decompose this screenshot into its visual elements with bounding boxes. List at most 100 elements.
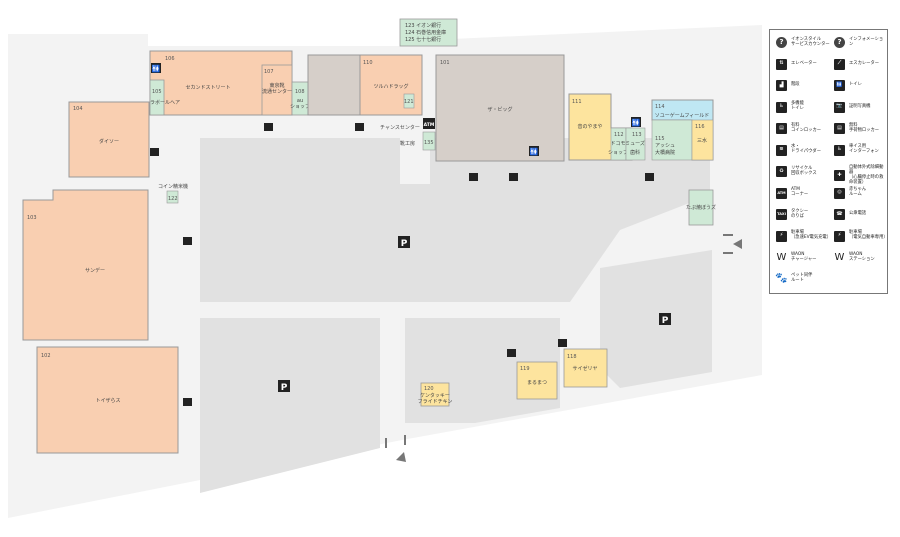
legend-text-line1: 車イス用: [849, 144, 867, 150]
aed-icon: ✚: [834, 170, 845, 182]
legend-text-line1: 自動体外式除細動器: [849, 165, 884, 175]
legend-text-line2: ドライパウダー: [791, 149, 821, 154]
legend-text: 車イス用インターフォン: [849, 144, 879, 155]
parking-area-center: [200, 138, 710, 302]
legend-item: ?インフォメーション: [834, 37, 887, 48]
legend-text-line1: トイレ: [849, 82, 862, 88]
legend-text-line1: タクシー: [791, 208, 809, 214]
legend-text-line2: （心臓停止時の救命装置）: [849, 174, 884, 185]
store-102-number: 102: [41, 353, 51, 359]
bank-124: 124 石巻信用金庫: [405, 29, 446, 36]
store-111-number: 111: [572, 99, 582, 105]
store-113[interactable]: [625, 127, 646, 161]
hair-dryer-icon: ≋: [776, 144, 787, 156]
takoyaki-kiosk[interactable]: [688, 189, 714, 226]
store-103[interactable]: [22, 189, 149, 341]
store-112-name-1: ドコモ: [610, 141, 625, 147]
taxi-icon: TAXI: [776, 209, 787, 220]
store-110-number: 110: [363, 60, 373, 66]
wheelchair-intercom-icon: ♿: [834, 144, 845, 156]
legend-text-line1: ATM: [791, 187, 800, 193]
legend-text: イオンスタイルサービスカウンター: [791, 37, 830, 48]
legend-text-line1: リサイクル: [791, 165, 813, 171]
legend-text-line2: トイレ: [791, 106, 804, 111]
baby-room-icon: ◎: [834, 187, 845, 199]
store-105-name: ラボールヘア: [150, 99, 180, 106]
store-110-name: ツルハドラッグ: [373, 83, 408, 90]
parking-icon: P: [281, 383, 288, 393]
store-120-name-1: ケンタッキー: [420, 392, 450, 399]
store-101[interactable]: [435, 54, 565, 162]
legend-item: 🐾ペット同伴ルート: [775, 273, 812, 285]
legend-item: ✚ 自動体外式除細動器（心臓停止時の救命装置）: [834, 165, 887, 186]
store-unnamed-gray: [307, 54, 361, 116]
atm-icon: ATM: [776, 187, 787, 199]
store-119-name: まるまつ: [527, 380, 547, 386]
store-122[interactable]: [166, 190, 179, 204]
legend-text-line2: 回収ボックス: [791, 170, 817, 176]
escalator-icon: ⟋: [834, 58, 845, 70]
parking-marker: [278, 380, 290, 392]
legend-text-line2: ルーム: [849, 192, 862, 197]
toilet-marker-113: [631, 117, 641, 127]
stairs-icon: ▟: [776, 80, 787, 91]
store-102[interactable]: [36, 346, 179, 454]
pet-route-icon: 🐾: [775, 273, 788, 285]
store-105[interactable]: [149, 79, 165, 116]
waon-station-icon: W: [834, 251, 845, 263]
legend-item: ♿ 車イス用インターフォン: [834, 144, 879, 156]
store-119-number: 119: [520, 366, 530, 372]
legend-text-line1: 赤ちゃん: [849, 187, 867, 193]
parking-marker: [659, 313, 671, 325]
legend-text-line1: エスカレーター: [849, 60, 880, 66]
bank-123: 123 イオン銀行: [405, 22, 441, 29]
legend-text: ペット同伴ルート: [791, 273, 812, 284]
ev-charger-slow-icon: ⚡: [834, 230, 845, 242]
accessible-toilet-icon: ♿: [776, 101, 787, 113]
public-phone-icon: ☎: [834, 209, 845, 220]
gate-bar: [723, 252, 733, 254]
store-107-number: 107: [264, 69, 274, 75]
store-121[interactable]: [403, 93, 415, 109]
store-119[interactable]: [516, 361, 558, 400]
legend-item: ⟋ エスカレーター: [834, 58, 880, 70]
bank-kiosk[interactable]: [399, 18, 458, 47]
legend-item: ♻リサイクル回収ボックス: [776, 166, 817, 177]
legend-text-line2: コインロッカー: [791, 127, 822, 133]
store-118-number: 118: [567, 354, 577, 360]
toilet-marker-106: [151, 63, 161, 73]
store-108-name-2: ショップ: [290, 104, 310, 110]
free-locker-icon: ▤: [834, 123, 845, 134]
atm-icon: ATM: [424, 122, 435, 128]
toilet-icon: 🚻: [530, 147, 539, 156]
legend-text-line2: ステーション: [849, 256, 875, 262]
bicycle-marker: [355, 123, 364, 131]
legend-text: 公衆電話: [849, 211, 866, 217]
takoyaki-label: たぷ焼ぼうズ: [686, 204, 716, 211]
store-116[interactable]: [691, 119, 714, 161]
store-118[interactable]: [563, 348, 608, 388]
store-107[interactable]: [261, 64, 293, 116]
toilet-icon: 🚻: [152, 64, 161, 73]
legend-text: トイレ: [849, 82, 862, 88]
store-113-number: 113: [632, 132, 642, 138]
store-120[interactable]: [420, 382, 450, 407]
bicycle-marker: [509, 173, 518, 181]
store-104-name: ダイソー: [99, 138, 119, 145]
store-104[interactable]: [68, 101, 150, 178]
legend-item: ⇅エレベーター: [776, 58, 817, 70]
store-101-name: ザ・ビッグ: [487, 106, 512, 113]
store-135[interactable]: [422, 131, 436, 151]
store-122-number: 122: [168, 196, 178, 202]
legend-text: 自動体外式除細動器（心臓停止時の救命装置）: [849, 165, 887, 186]
bicycle-marker: [150, 148, 159, 156]
store-104-number: 104: [73, 106, 83, 112]
store-103-number: 103: [27, 215, 37, 221]
legend-item: ≋水・ドライパウダー: [776, 144, 821, 156]
legend-item: 📷証明写真機: [834, 101, 870, 113]
